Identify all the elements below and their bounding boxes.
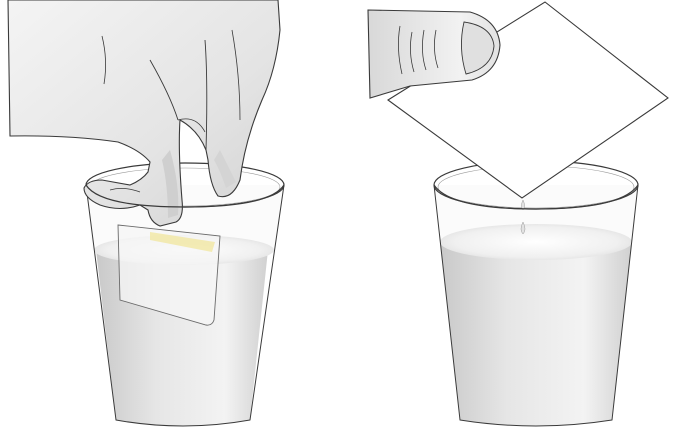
liquid-right-surface — [440, 224, 632, 260]
panel-dip — [8, 0, 284, 426]
cup-right — [434, 161, 638, 426]
cup-right-body — [440, 240, 632, 426]
panel-drip — [368, 2, 668, 426]
